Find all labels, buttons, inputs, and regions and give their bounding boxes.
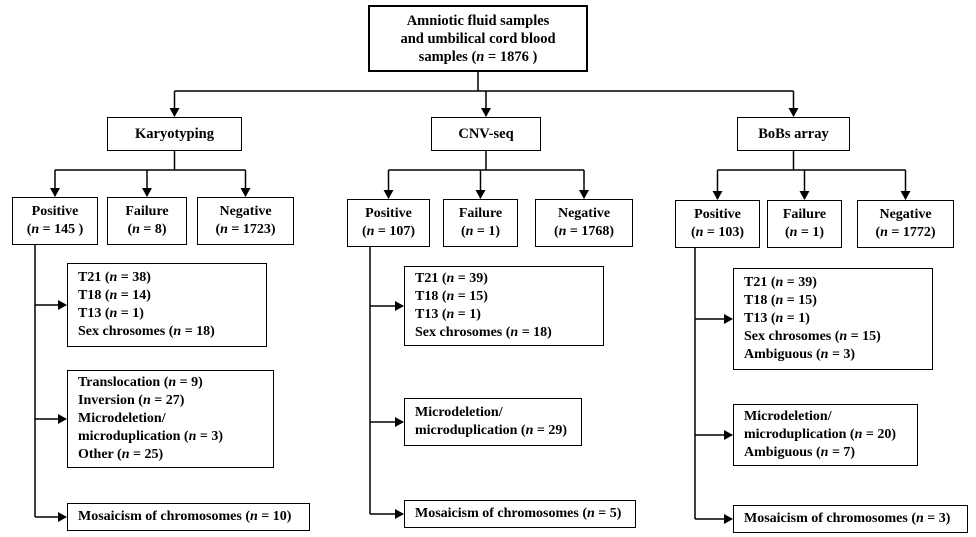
detail-line: Ambiguous (n = 3) xyxy=(744,347,856,362)
detail-line: microduplication (n = 29) xyxy=(415,423,568,438)
cnv-seq-negative-arrowhead xyxy=(579,190,589,199)
bobs-array-box: BoBs array xyxy=(737,117,850,151)
cnv-seq-positive-box: Positive (n = 107) xyxy=(347,199,430,247)
failure-count: (n = 8) xyxy=(127,222,167,237)
positive-label: Positive xyxy=(694,207,741,222)
positive-count: (n = 145 ) xyxy=(26,222,84,237)
detail-line: microduplication (n = 20) xyxy=(744,427,897,442)
karyotyping-detail-arrowhead xyxy=(58,414,67,424)
negative-count: (n = 1772) xyxy=(875,225,936,240)
bobs-array-positive-box: Positive (n = 103) xyxy=(675,200,760,248)
cnv-seq-title: CNV-seq xyxy=(458,126,514,142)
cnv-seq-detail-arrowhead xyxy=(395,301,404,311)
detail-line: T21 (n = 39) xyxy=(744,275,817,290)
detail-line: Microdeletion/ xyxy=(78,411,166,426)
cnv-seq-positive-arrowhead xyxy=(383,190,394,199)
karyotyping-box: Karyotyping xyxy=(107,117,242,151)
method-arrowhead xyxy=(169,108,180,117)
bobs-array-detail-box-1: T21 (n = 39) T18 (n = 15) T13 (n = 1) Sex c… xyxy=(733,268,933,370)
method-arrowhead xyxy=(788,108,799,117)
detail-line: Other (n = 25) xyxy=(78,447,164,462)
bobs-array-failure-box: Failure (n = 1) xyxy=(767,200,842,248)
root-line-3: samples (n = 1876 ) xyxy=(418,48,538,65)
detail-line: Sex chrosomes (n = 18) xyxy=(415,325,552,340)
detail-line: microduplication (n = 3) xyxy=(78,429,224,444)
cnv-seq-failure-arrowhead xyxy=(475,190,486,199)
karyotyping-detail-box-2: Translocation (n = 9) Inversion (n = 27) M… xyxy=(67,370,274,468)
cnv-seq-detail-arrowhead xyxy=(395,417,404,427)
karyotyping-detail-box-1: T21 (n = 38) T18 (n = 14) T13 (n = 1) Sex c… xyxy=(67,263,267,347)
bobs-array-detail-box-3: Mosaicism of chromosomes (n = 3) xyxy=(733,505,968,533)
negative-count: (n = 1768) xyxy=(553,224,615,239)
bobs-array-title: BoBs array xyxy=(758,126,829,142)
cnv-seq-detail-box-3: Mosaicism of chromosomes (n = 5) xyxy=(404,500,636,528)
karyotyping-title: Karyotyping xyxy=(135,126,214,142)
detail-line: Microdeletion/ xyxy=(415,405,503,420)
detail-line: T13 (n = 1) xyxy=(744,311,810,326)
bobs-array-detail-box-2: Microdeletion/microduplication (n = 20) A… xyxy=(733,404,918,466)
karyotyping-failure-arrowhead xyxy=(142,188,152,197)
negative-label: Negative xyxy=(879,207,932,222)
detail-line: Sex chrosomes (n = 15) xyxy=(744,329,881,344)
failure-count: (n = 1) xyxy=(784,225,825,240)
positive-label: Positive xyxy=(365,206,412,221)
failure-count: (n = 1) xyxy=(460,224,501,239)
bobs-array-detail-arrowhead xyxy=(724,430,733,440)
bobs-array-positive-arrowhead xyxy=(712,191,723,200)
detail-line: T18 (n = 14) xyxy=(78,288,151,303)
failure-label: Failure xyxy=(458,206,503,221)
negative-count: (n = 1723) xyxy=(215,222,276,237)
positive-count: (n = 103) xyxy=(690,225,745,240)
detail-line: T13 (n = 1) xyxy=(415,307,481,322)
cnv-seq-failure-box: Failure (n = 1) xyxy=(443,199,518,247)
detail-line: T21 (n = 39) xyxy=(415,271,488,286)
karyotyping-negative-box: Negative (n = 1723) xyxy=(197,197,294,245)
karyotyping-failure-box: Failure (n = 8) xyxy=(107,197,187,245)
detail-line: Mosaicism of chromosomes (n = 10) xyxy=(78,509,292,524)
root-line-1: Amniotic fluid samples xyxy=(406,12,550,29)
karyotyping-positive-arrowhead xyxy=(50,188,60,197)
method-arrowhead xyxy=(481,108,491,117)
cnv-seq-detail-box-2: Microdeletion/microduplication (n = 29) xyxy=(404,398,582,446)
detail-line: Translocation (n = 9) xyxy=(78,375,203,390)
bobs-array-failure-arrowhead xyxy=(799,191,810,200)
failure-label: Failure xyxy=(125,204,169,219)
bobs-array-negative-arrowhead xyxy=(900,191,911,200)
cnv-seq-box: CNV-seq xyxy=(431,117,541,151)
root-box: Amniotic fluid samples and umbilical cor… xyxy=(368,5,588,72)
bobs-array-detail-arrowhead xyxy=(724,314,733,324)
detail-line: T21 (n = 38) xyxy=(78,270,151,285)
karyotyping-detail-arrowhead xyxy=(58,300,67,310)
detail-line: Mosaicism of chromosomes (n = 3) xyxy=(744,511,951,526)
detail-line: Mosaicism of chromosomes (n = 5) xyxy=(415,506,622,521)
cnv-seq-detail-arrowhead xyxy=(395,509,404,519)
detail-line: Microdeletion/ xyxy=(744,409,832,424)
bobs-array-detail-arrowhead xyxy=(724,514,733,524)
root-line-2: and umbilical cord blood xyxy=(400,30,556,47)
karyotyping-positive-box: Positive (n = 145 ) xyxy=(12,197,98,245)
cnv-seq-negative-box: Negative (n = 1768) xyxy=(535,199,633,247)
karyotyping-detail-arrowhead xyxy=(58,512,67,522)
failure-label: Failure xyxy=(782,207,827,222)
detail-line: T18 (n = 15) xyxy=(744,293,817,308)
negative-label: Negative xyxy=(219,204,272,219)
positive-label: Positive xyxy=(31,204,79,219)
negative-label: Negative xyxy=(557,206,611,221)
detail-line: Inversion (n = 27) xyxy=(78,393,185,408)
detail-line: T18 (n = 15) xyxy=(415,289,488,304)
positive-count: (n = 107) xyxy=(361,224,416,239)
cnv-seq-detail-box-1: T21 (n = 39) T18 (n = 15) T13 (n = 1) Sex c… xyxy=(404,266,604,346)
detail-line: Sex chrosomes (n = 18) xyxy=(78,324,215,339)
karyotyping-negative-arrowhead xyxy=(240,188,251,197)
karyotyping-detail-box-3: Mosaicism of chromosomes (n = 10) xyxy=(67,503,310,531)
detail-line: Ambiguous (n = 7) xyxy=(744,445,856,460)
bobs-array-negative-box: Negative (n = 1772) xyxy=(857,200,954,248)
detail-line: T13 (n = 1) xyxy=(78,306,144,321)
